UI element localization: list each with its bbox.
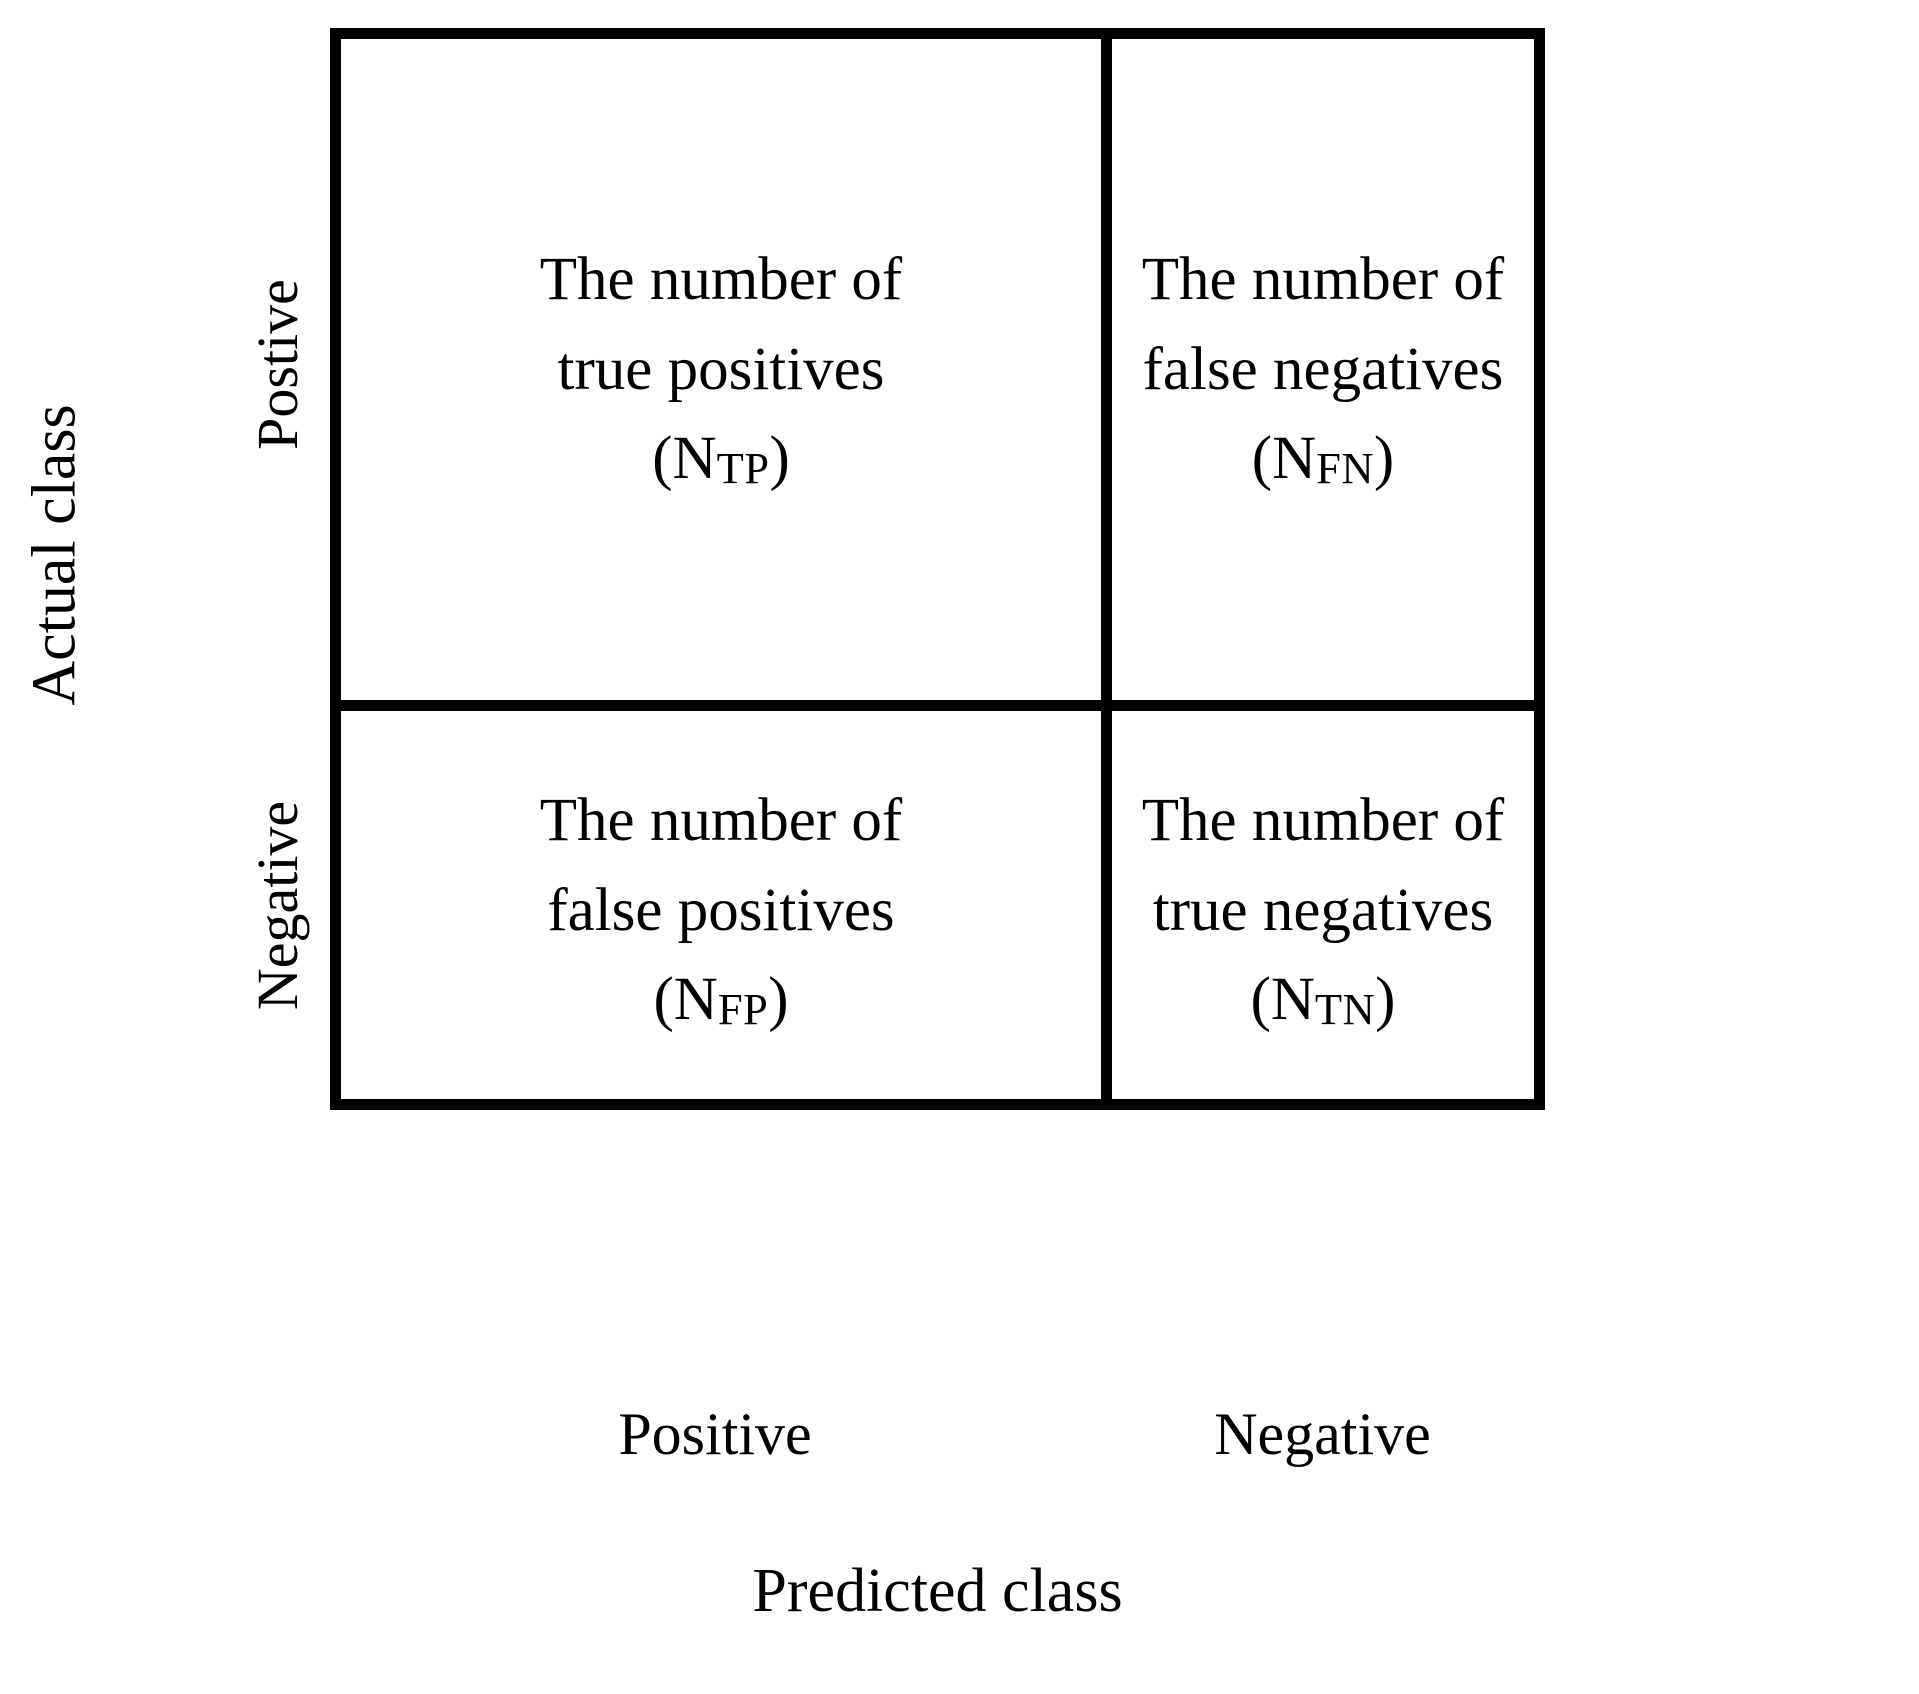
cell-true-negative-symbol: (NTN) — [1251, 955, 1396, 1045]
cell-false-negative-symbol-subscript: FN — [1316, 442, 1374, 493]
cell-true-negative-symbol-open: (N — [1250, 966, 1315, 1034]
cell-false-positive-line2: false positives — [547, 876, 895, 944]
y-tick-label-positive: Postive — [225, 28, 330, 700]
matrix-grid: The number of true positives (NTP) The n… — [330, 28, 1545, 1110]
cell-true-positive-line1: The number of — [539, 246, 903, 314]
cell-false-negative-symbol-close: ) — [1373, 425, 1395, 493]
cell-false-positive-symbol-close: ) — [768, 966, 789, 1034]
cell-false-negative-symbol: (NFN) — [1252, 414, 1395, 504]
cell-false-negative-line2: false negatives — [1142, 335, 1504, 403]
cell-true-negative-line1: The number of — [1141, 787, 1505, 855]
cell-true-positive-symbol-close: ) — [769, 425, 790, 493]
y-tick-label-positive-text: Postive — [245, 278, 310, 450]
cell-true-positive-symbol-subscript: TP — [716, 442, 770, 493]
x-tick-label-positive: Positive — [618, 1401, 812, 1467]
cell-true-positive-symbol: (NTP) — [652, 414, 790, 504]
cell-false-positive-symbol-subscript: FP — [717, 983, 769, 1034]
cell-false-negative: The number of false negatives (NFN) — [1112, 39, 1534, 700]
matrix-horizontal-divider — [341, 700, 1534, 711]
cell-true-positive: The number of true positives (NTP) — [341, 39, 1101, 700]
cell-true-positive-symbol-open: (N — [652, 425, 717, 493]
y-tick-label-negative-text: Negative — [245, 800, 310, 1010]
x-tick-label-negative: Negative — [1214, 1401, 1431, 1467]
cell-true-negative-line2: true negatives — [1152, 876, 1494, 944]
cell-true-negative-symbol-subscript: TN — [1314, 983, 1376, 1034]
cell-false-positive-symbol: (NFP) — [653, 955, 788, 1045]
cell-true-positive-line2: true positives — [557, 335, 885, 403]
cell-true-negative-symbol-close: ) — [1375, 966, 1396, 1034]
y-axis-title-text: Actual class — [21, 404, 89, 706]
y-axis-title: Actual class — [0, 0, 110, 1110]
cell-false-positive: The number of false positives (NFP) — [341, 711, 1101, 1110]
cell-false-positive-line1: The number of — [539, 787, 903, 855]
x-axis-title: Predicted class — [752, 1557, 1123, 1625]
cell-false-negative-line1: The number of — [1141, 246, 1505, 314]
cell-false-negative-symbol-open: (N — [1251, 425, 1317, 493]
y-tick-label-negative: Negative — [225, 700, 330, 1110]
matrix-vertical-divider — [1101, 39, 1112, 1099]
cell-true-negative: The number of true negatives (NTN) — [1112, 711, 1534, 1110]
cell-false-positive-symbol-open: (N — [653, 966, 718, 1034]
